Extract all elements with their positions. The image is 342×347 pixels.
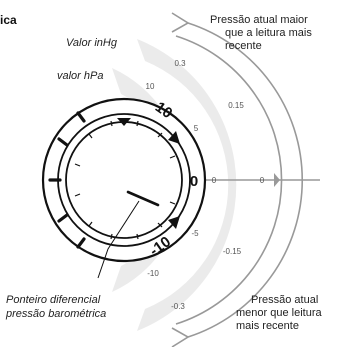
note-lower-line3: mais recente [236,320,299,332]
pointer-label-line2: pressão barométrica [5,308,106,320]
inhg-label-0: 0 [260,176,265,185]
note-lower-line1: Pressão atual [251,294,318,306]
bezel-ticks [48,111,86,249]
hpa-label-m5: -5 [191,229,199,238]
note-higher-line1: Pressão atual maior [210,14,308,26]
inhg-label-m0.3: -0.3 [171,302,185,311]
note-lower-line2: menor que leitura [236,307,322,319]
inhg-label-m0.15: -0.15 [223,247,242,256]
header-fragment: ica [0,13,17,27]
pressure-direction-arrow [171,12,303,347]
lower-right-triangle-marker [168,216,180,229]
hpa-scale-labels: 10 5 0 -5 -10 [146,82,217,278]
pointer-label-line1: Ponteiro diferencial [6,294,101,306]
barometer-dial: 10 0 -10 [41,97,207,263]
dial-number-plus10: 10 [152,99,175,122]
note-higher-line2: que a leitura mais [225,27,312,39]
note-lower: Pressão atual menor que leitura mais rec… [236,294,322,332]
note-higher: Pressão atual maior que a leitura mais r… [210,14,312,52]
upper-right-triangle-marker [168,131,180,144]
hpa-label-m10: -10 [147,269,159,278]
pointer-leader-line [97,200,140,279]
inhg-label-0.15: 0.15 [228,101,244,110]
inner-ticks [74,120,176,240]
differential-pointer-needle [126,190,160,207]
inhg-label-0.3: 0.3 [174,59,186,68]
inhg-scale-labels: 0.3 0.15 0 -0.15 -0.3 [171,59,265,311]
inhg-scale-band [137,39,237,331]
hpa-scale-title: valor hPa [57,70,103,82]
inhg-scale-title: Valor inHg [66,37,118,49]
dial-number-zero: 0 [190,173,198,190]
hpa-label-5: 5 [194,124,199,133]
hpa-label-10: 10 [146,82,155,91]
zero-arrowhead [274,173,280,187]
hpa-label-0: 0 [212,176,217,185]
top-triangle-marker [117,118,131,126]
note-higher-line3: recente [225,40,262,52]
